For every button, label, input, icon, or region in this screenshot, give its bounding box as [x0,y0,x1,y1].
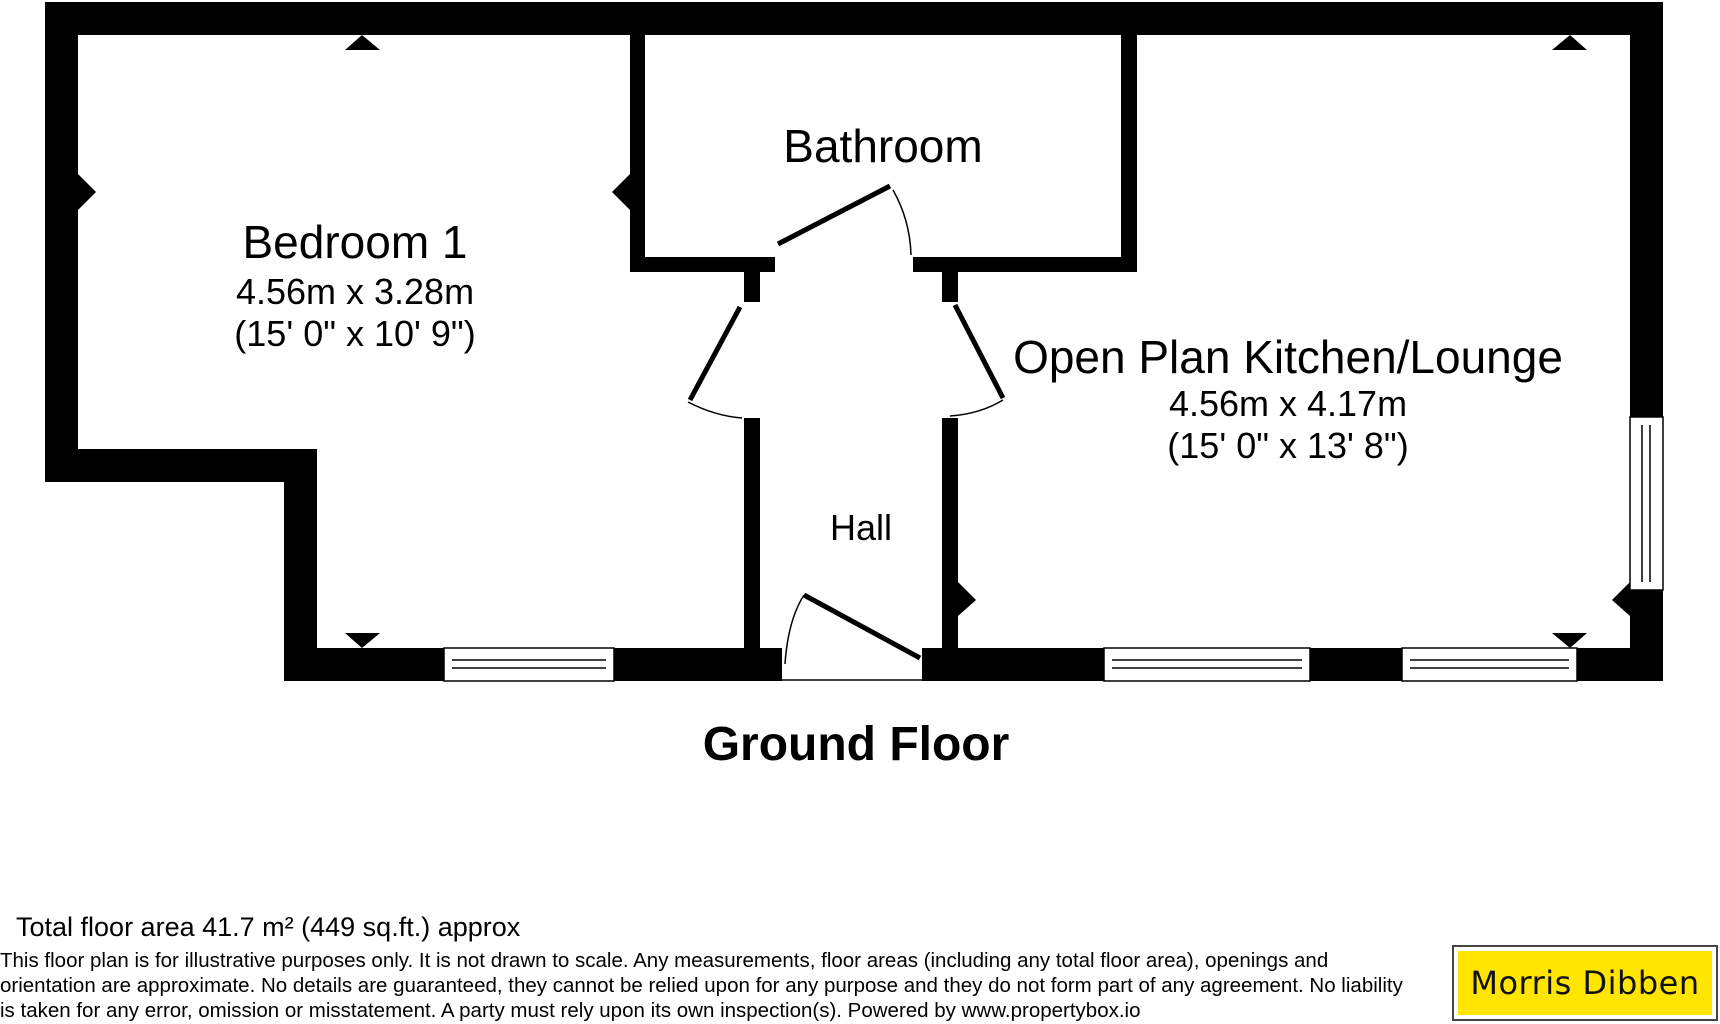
disclaimer-text: This floor plan is for illustrative purp… [0,949,1403,1022]
agent-logo: Morris Dibben [1452,945,1718,1021]
window-kitchen-side [1629,416,1664,591]
hall-name: Hall [830,507,892,548]
kitchen-metric: 4.56m x 4.17m [1169,383,1407,424]
arrow-marker-kitchen-bottom [1552,633,1587,648]
arrow-marker-bedroom-right [612,174,630,210]
window-bedroom [443,647,615,682]
window-kitchen-2 [1401,647,1578,682]
bedroom-metric: 4.56m x 3.28m [236,271,474,312]
floor-title: Ground Floor [703,718,1010,771]
arrow-marker-kitchen-left [958,582,976,616]
bathroom-door [776,183,912,256]
arrow-marker-kitchen-right [1612,582,1630,616]
bedroom-name: Bedroom 1 [242,216,467,268]
kitchen-door [949,303,1006,417]
arrow-marker-bedroom-left [78,174,96,210]
bathroom-name: Bathroom [783,120,982,172]
dimension-markers [78,35,1630,648]
arrow-marker-bedroom-top [345,35,380,50]
interior-walls [630,35,1137,650]
total-floor-area: Total floor area 41.7 m² (449 sq.ft.) ap… [16,912,521,942]
kitchen-imperial: (15' 0" x 13' 8") [1167,425,1408,466]
bedroom-imperial: (15' 0" x 10' 9") [234,313,475,354]
bedroom-door [687,305,743,419]
agent-logo-text: Morris Dibben [1458,951,1712,1015]
arrow-marker-bedroom-bottom [345,633,380,648]
floor-plan: Bedroom 1 4.56m x 3.28m (15' 0" x 10' 9"… [45,2,1664,771]
arrow-marker-kitchen-top [1552,35,1587,50]
kitchen-name: Open Plan Kitchen/Lounge [1013,331,1563,383]
window-kitchen-1 [1103,647,1311,682]
front-door [782,592,922,681]
exterior-walls [45,2,1663,681]
